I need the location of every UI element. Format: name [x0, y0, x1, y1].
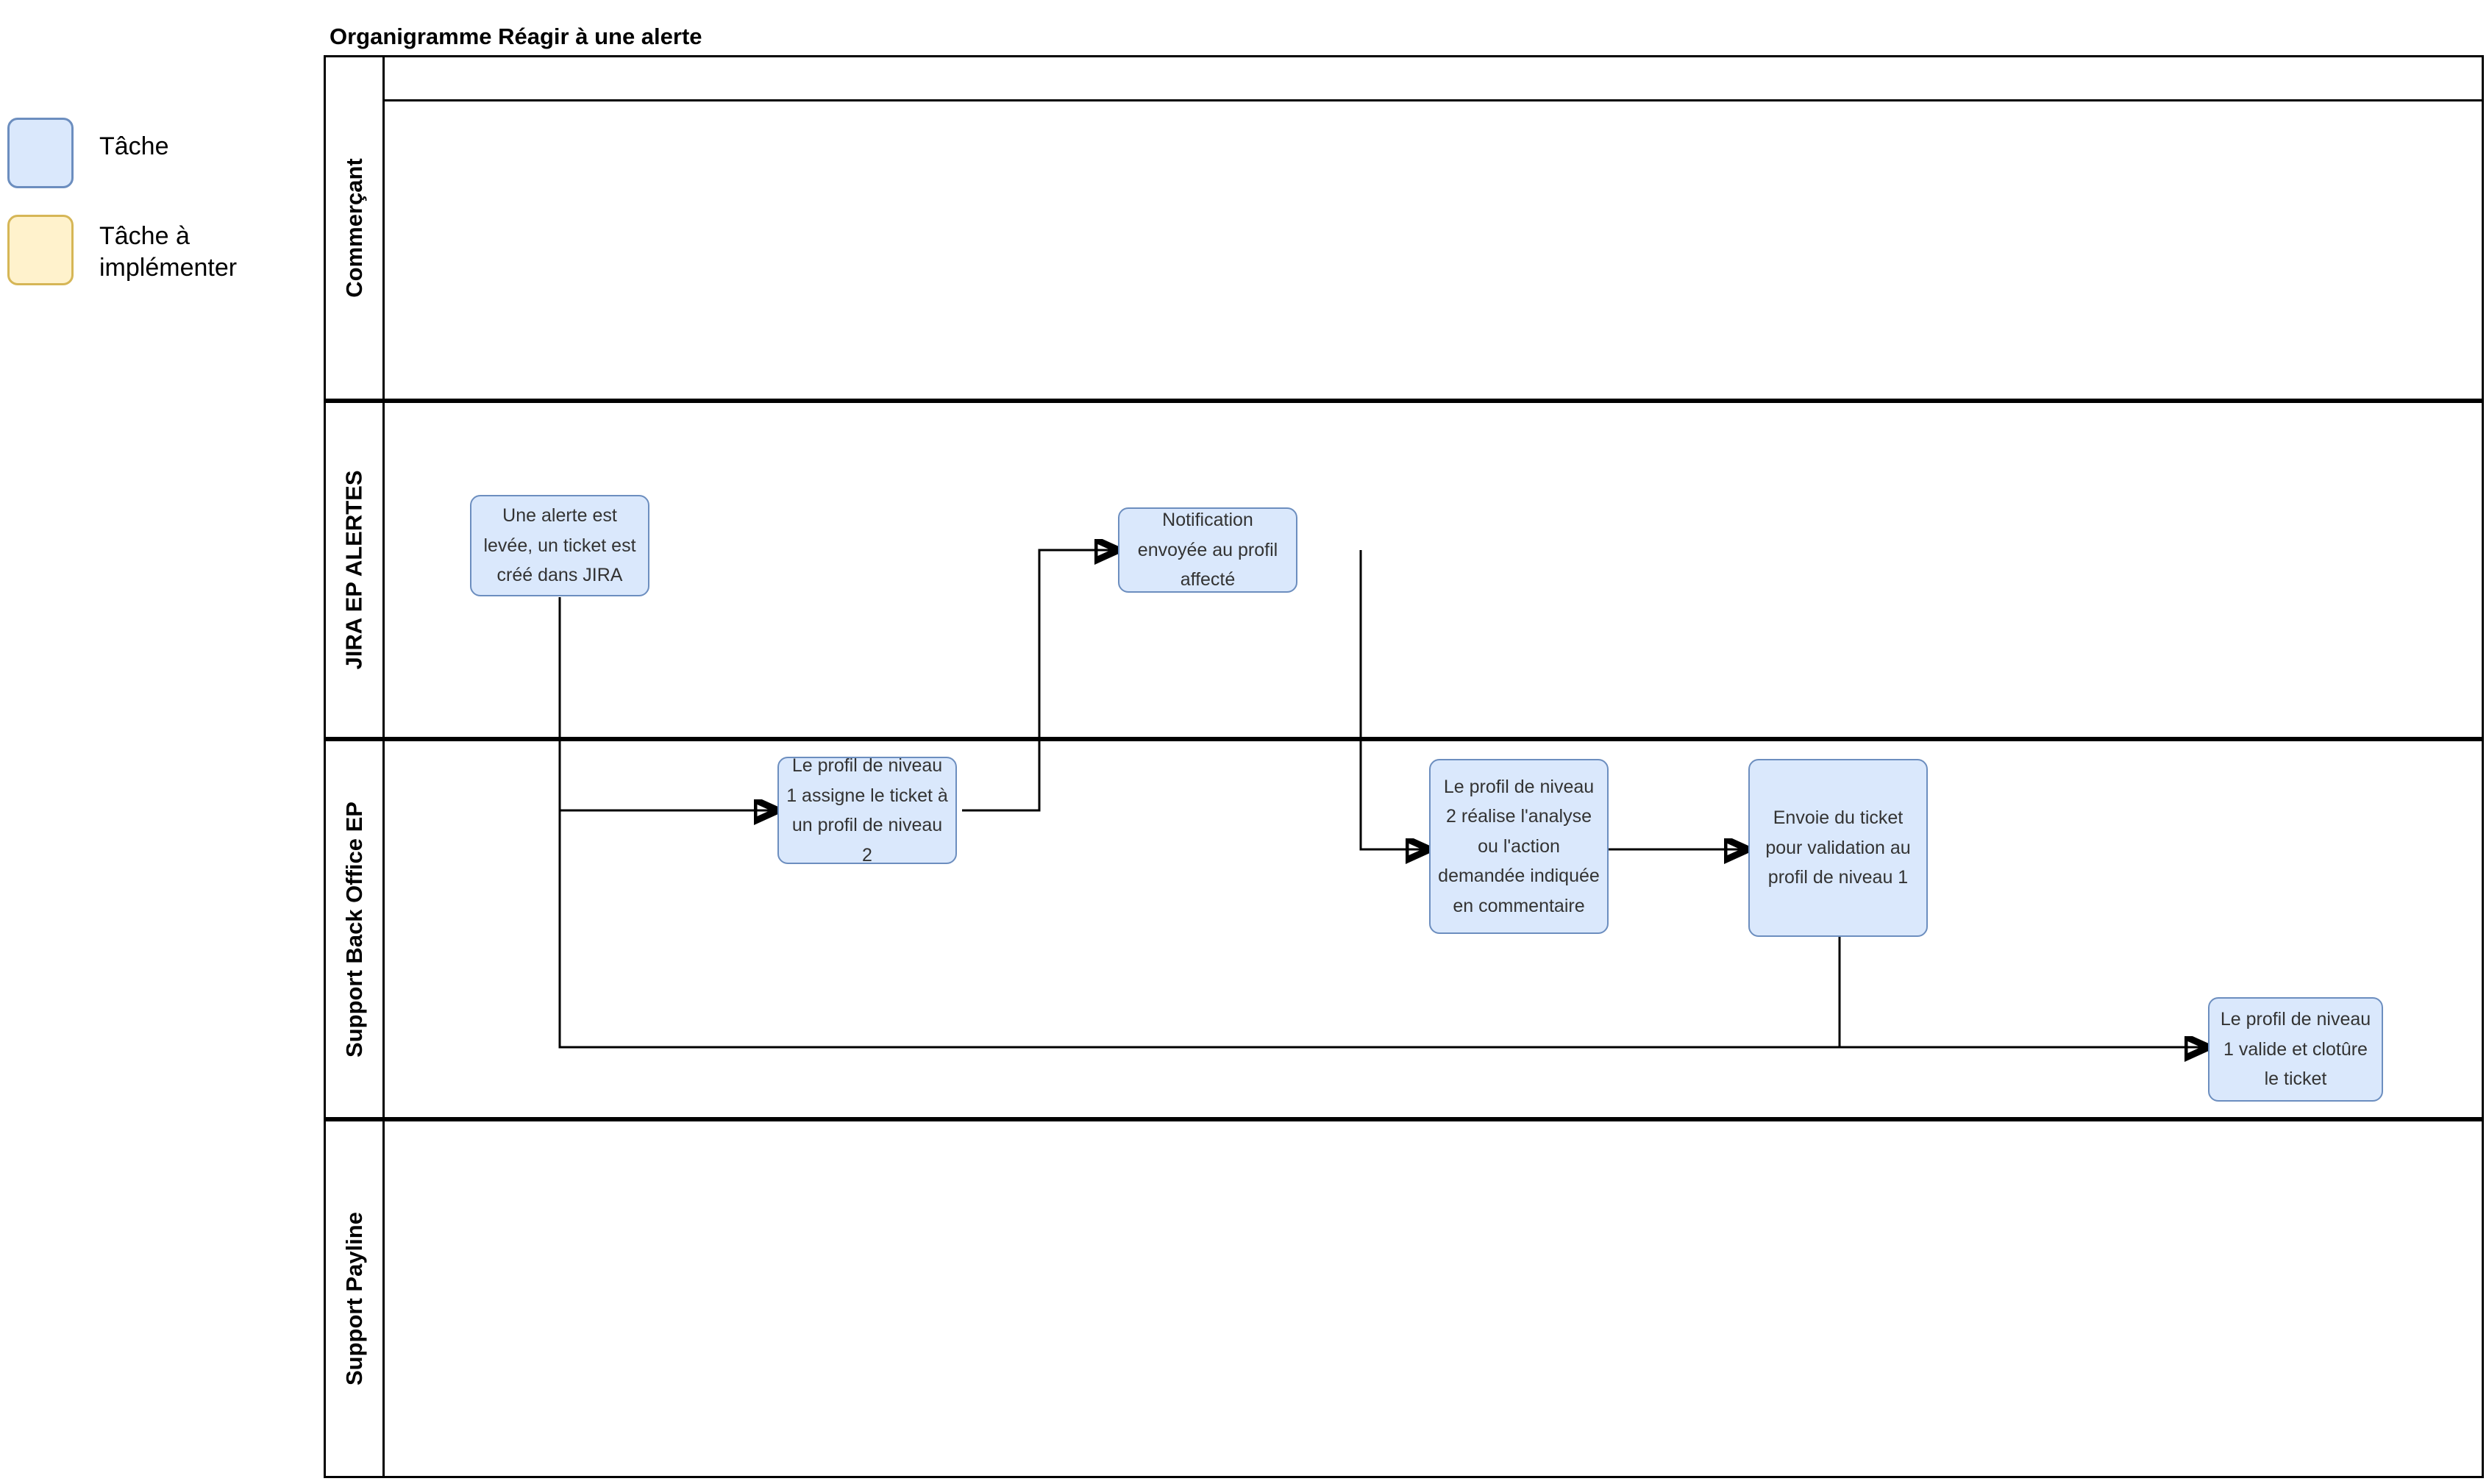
- lane-commercant[interactable]: Commerçant: [324, 55, 2484, 401]
- legend: Tâche Tâche à implémenter: [0, 0, 324, 1484]
- swimlane-diagram: Organigramme Réagir à une alerte Commerç…: [324, 22, 2484, 1478]
- node-niveau1-valide-cloture[interactable]: Le profil de niveau 1 valide et clotûre …: [2208, 997, 2383, 1102]
- node-alerte-ticket-jira[interactable]: Une alerte est levée, un ticket est créé…: [470, 495, 649, 596]
- lane-header-commercant: Commerçant: [326, 57, 385, 399]
- legend-swatch-tache: [7, 118, 74, 188]
- lane-header-support-payline: Support Payline: [326, 1121, 385, 1476]
- diagram-title: Organigramme Réagir à une alerte: [330, 24, 702, 49]
- lane-commercant-subdivider: [382, 99, 2484, 101]
- legend-label-tache-a-implementer: Tâche à implémenter: [99, 222, 238, 282]
- lane-header-support-back-office-ep: Support Back Office EP: [326, 741, 385, 1117]
- lane-label-support-payline: Support Payline: [341, 1212, 367, 1385]
- diagram-title-bar: Organigramme Réagir à une alerte: [324, 22, 2484, 56]
- lane-label-support-back-office-ep: Support Back Office EP: [341, 801, 367, 1057]
- node-niveau2-analyse-action[interactable]: Le profil de niveau 2 réalise l'analyse …: [1429, 759, 1609, 934]
- lane-body-support-payline: [385, 1121, 2482, 1476]
- legend-label-tache: Tâche: [99, 132, 169, 160]
- lane-label-commercant: Commerçant: [341, 158, 367, 298]
- lane-body-jira-ep-alertes: [385, 403, 2482, 737]
- lane-support-payline[interactable]: Support Payline: [324, 1119, 2484, 1478]
- legend-swatch-tache-a-implementer: [7, 215, 74, 285]
- lane-support-back-office-ep[interactable]: Support Back Office EP: [324, 739, 2484, 1119]
- lane-body-commercant: [385, 57, 2482, 399]
- lane-label-jira-ep-alertes: JIRA EP ALERTES: [341, 470, 367, 670]
- lane-container: Commerçant JIRA EP ALERTES Support Back …: [324, 55, 2484, 1478]
- node-niveau1-assigne-ticket[interactable]: Le profil de niveau 1 assigne le ticket …: [777, 755, 957, 866]
- lane-header-jira-ep-alertes: JIRA EP ALERTES: [326, 403, 385, 737]
- node-notification-envoyee[interactable]: Notification envoyée au profil affecté: [1118, 507, 1297, 593]
- node-envoie-ticket-validation[interactable]: Envoie du ticket pour validation au prof…: [1748, 759, 1928, 937]
